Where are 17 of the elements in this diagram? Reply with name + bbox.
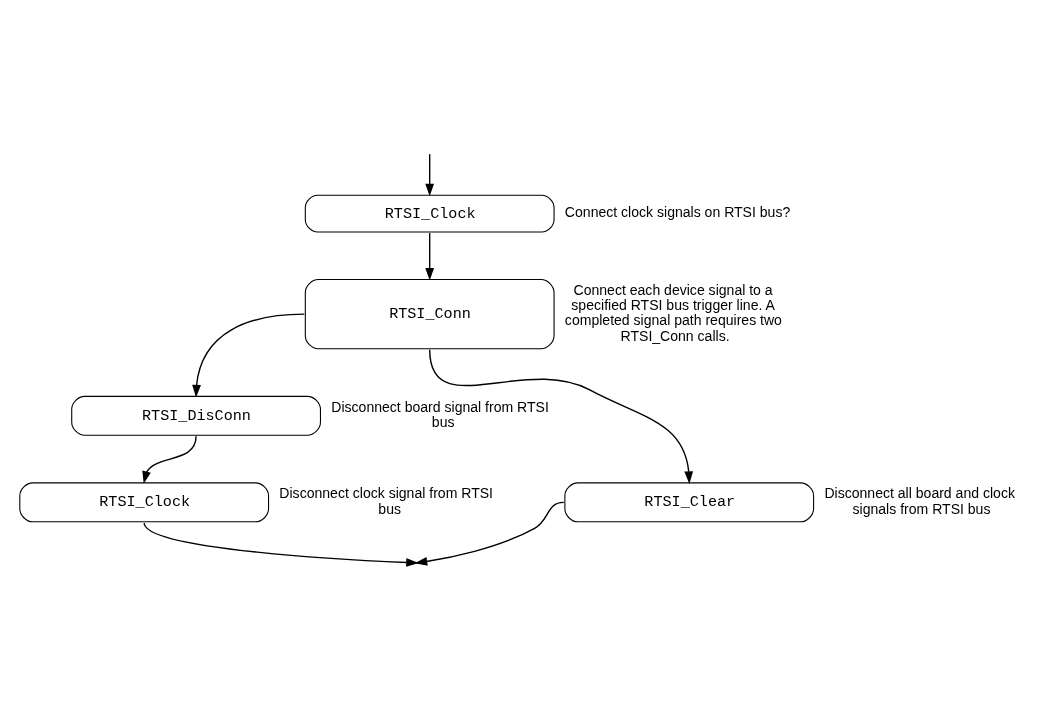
arrow	[428, 349, 694, 484]
arrow	[142, 435, 197, 484]
node-label: Disconnect clock signal from RTSI bus	[279, 485, 493, 517]
arrow	[414, 501, 565, 566]
node-box: RTSI_Clock	[19, 482, 270, 523]
node-box: RTSI_Clear	[564, 482, 815, 523]
arrow	[425, 153, 435, 197]
node-box: RTSI_Clock	[304, 194, 555, 233]
node-label: Disconnect board signal from RTSI bus	[331, 398, 549, 431]
node-label: Connect clock signals on RTSI bus?	[564, 204, 791, 221]
node-label: Disconnect all board and clock signals from RTSI bus	[824, 485, 1015, 517]
arrow	[143, 522, 419, 567]
node-label: Connect each device signal to a specified RTSI bus trigger line. A completed signal path requires two RTSI_Conn calls.	[564, 282, 782, 344]
arrow	[425, 232, 435, 281]
node-box: RTSI_DisConn	[71, 395, 321, 436]
arrow	[192, 313, 305, 398]
node-box: RTSI_Conn	[304, 279, 555, 350]
